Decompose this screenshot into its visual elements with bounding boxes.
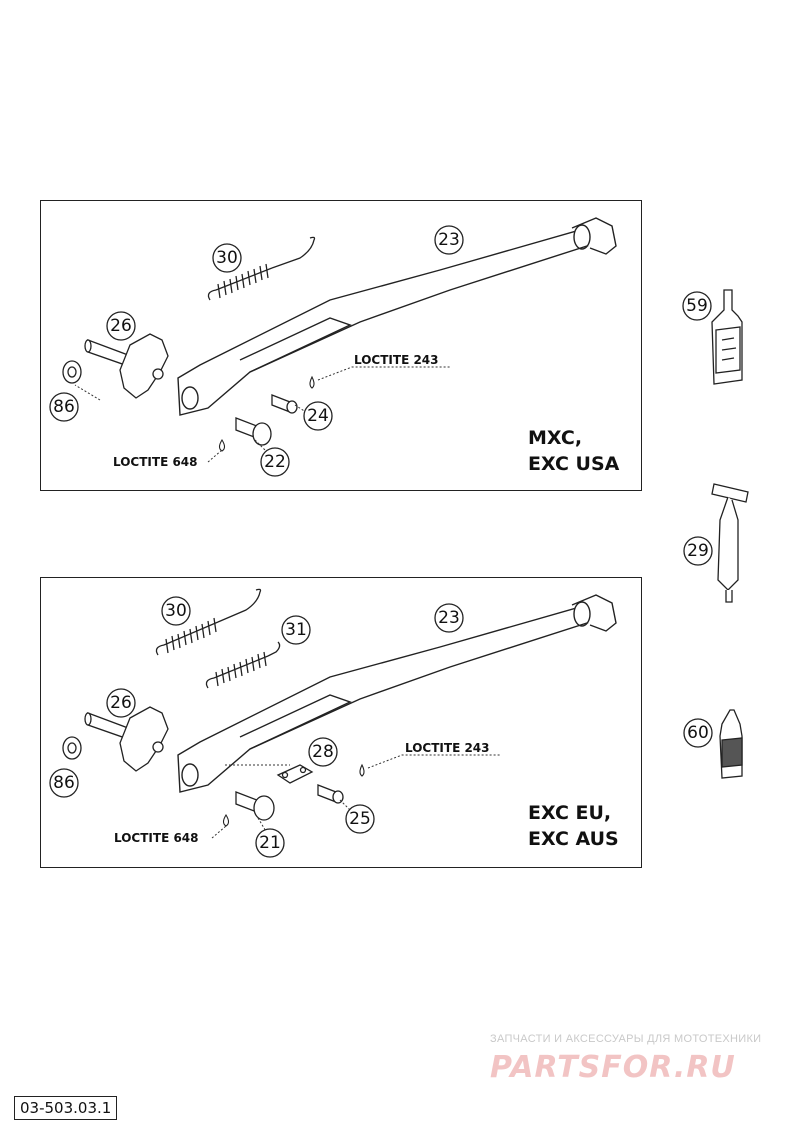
svg-text:29: 29 xyxy=(687,541,709,561)
part-label-60: 60 xyxy=(683,718,713,748)
part-label-31-bottom: 31 xyxy=(281,615,311,645)
svg-text:26: 26 xyxy=(110,693,132,713)
svg-text:21: 21 xyxy=(259,833,281,853)
plate-28-bottom xyxy=(276,764,314,784)
svg-text:26: 26 xyxy=(110,316,132,336)
svg-text:86: 86 xyxy=(53,773,75,793)
part-label-59: 59 xyxy=(682,291,712,321)
spring-31-bottom xyxy=(205,641,281,689)
model-label-bottom-line2: EXC AUS xyxy=(528,828,619,850)
screw-22-top xyxy=(235,417,272,446)
part-label-28-bottom: 28 xyxy=(308,737,338,767)
part-label-24-top: 24 xyxy=(303,401,333,431)
model-label-top: MXC, EXC USA xyxy=(528,425,619,477)
part-label-86-top: 86 xyxy=(49,392,79,422)
part-label-26-top: 26 xyxy=(106,311,136,341)
svg-text:59: 59 xyxy=(686,296,708,316)
loctite-648-label-top: LOCTITE 648 xyxy=(113,455,198,469)
spring-30-bottom xyxy=(155,588,262,656)
loctite-243-label-bottom: LOCTITE 243 xyxy=(405,741,490,755)
part-label-86-bottom: 86 xyxy=(49,768,79,798)
pivot-bolt-26-top xyxy=(84,333,169,399)
part-label-25-bottom: 25 xyxy=(345,804,375,834)
svg-text:60: 60 xyxy=(687,723,709,743)
spring-30-top xyxy=(207,236,316,301)
watermark-logo: PARTSFOR.RU xyxy=(490,1050,736,1085)
part-label-22-top: 22 xyxy=(260,447,290,477)
svg-text:31: 31 xyxy=(285,620,307,640)
svg-text:30: 30 xyxy=(216,248,238,268)
loctite-bottle-59 xyxy=(711,289,743,385)
leader-lines-bottom xyxy=(211,754,500,839)
part-label-30-bottom: 30 xyxy=(161,596,191,626)
svg-text:86: 86 xyxy=(53,397,75,417)
svg-text:25: 25 xyxy=(349,809,371,829)
side-stand-leg-bottom xyxy=(177,594,617,793)
svg-text:23: 23 xyxy=(438,230,460,250)
tool-29 xyxy=(711,483,749,603)
watermark-tagline: ЗАПЧАСТИ И АКСЕССУАРЫ ДЛЯ МОТОТЕХНИКИ xyxy=(490,1033,762,1045)
model-label-top-line2: EXC USA xyxy=(528,453,620,475)
loctite-648-label-bottom: LOCTITE 648 xyxy=(114,831,199,845)
part-label-30-top: 30 xyxy=(212,243,242,273)
part-label-26-bottom: 26 xyxy=(106,688,136,718)
loctite-bottle-60 xyxy=(719,709,743,779)
screw-21-bottom xyxy=(235,791,275,821)
svg-text:22: 22 xyxy=(264,452,286,472)
part-label-29: 29 xyxy=(683,536,713,566)
svg-text:30: 30 xyxy=(165,601,187,621)
loctite-243-label-top: LOCTITE 243 xyxy=(354,353,439,367)
svg-text:23: 23 xyxy=(438,608,460,628)
washer-86-top xyxy=(62,360,82,384)
loctite-drop-top xyxy=(218,375,315,452)
washer-86-bottom xyxy=(62,736,82,760)
document-number: 03-503.03.1 xyxy=(14,1096,118,1120)
model-label-top-line1: MXC, xyxy=(528,427,583,449)
part-label-23-top: 23 xyxy=(434,225,464,255)
pivot-bolt-26-bottom xyxy=(84,706,169,772)
model-label-bottom-line1: EXC EU, xyxy=(528,802,612,824)
part-label-23-bottom: 23 xyxy=(434,603,464,633)
svg-text:24: 24 xyxy=(307,406,329,426)
screw-24-top xyxy=(271,394,298,414)
svg-text:28: 28 xyxy=(312,742,334,762)
part-label-21-bottom: 21 xyxy=(255,828,285,858)
side-stand-leg-top xyxy=(177,217,617,416)
loctite-drop-bottom xyxy=(222,763,365,827)
model-label-bottom: EXC EU, EXC AUS xyxy=(528,800,619,852)
screw-25-bottom xyxy=(317,784,344,804)
